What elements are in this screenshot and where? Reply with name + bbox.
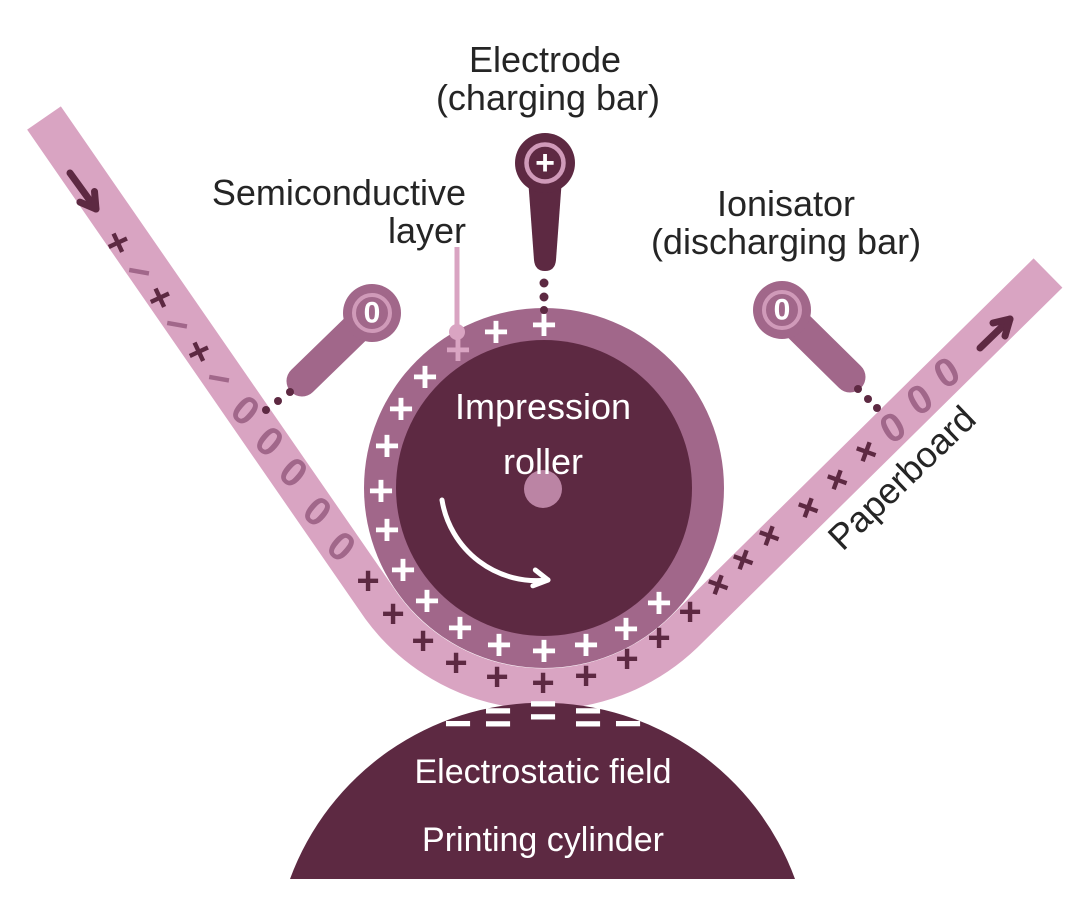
web-charge-symbol: + bbox=[485, 655, 508, 699]
electrode-plus-glyph: + bbox=[535, 144, 555, 182]
ring-charge-symbols: ++++++++++++++++ bbox=[368, 301, 672, 676]
electrode-body bbox=[528, 178, 562, 271]
electrode-dotted-line bbox=[539, 278, 549, 314]
electrode-label-line1: Electrode bbox=[469, 39, 621, 80]
ionisator-left-head bbox=[343, 284, 401, 342]
ring-charge-symbol: + bbox=[531, 627, 557, 676]
ring-charge-symbol: + bbox=[412, 353, 438, 402]
semiconductive-layer-pointer bbox=[449, 247, 465, 340]
web-charge-symbol: + bbox=[444, 641, 467, 685]
web-charge-symbol: + bbox=[356, 559, 379, 603]
ionisator-label-line1: Ionisator bbox=[717, 183, 855, 224]
field-charge-symbol: − bbox=[614, 698, 642, 751]
ring-charge-symbol: + bbox=[368, 467, 394, 516]
web-charge-symbol: + bbox=[411, 619, 434, 663]
ring-charge-symbol: + bbox=[486, 621, 512, 670]
ring-charge-symbol: + bbox=[573, 621, 599, 670]
web-direction-arrow-in bbox=[66, 169, 100, 213]
ionisator-right: 0 bbox=[753, 281, 881, 412]
ionisator-right-head-ring bbox=[762, 290, 802, 330]
electrostatic-field-symbols: −===− bbox=[444, 685, 642, 751]
ring-charge-symbol: + bbox=[390, 546, 416, 595]
ionisator-right-dotted-line bbox=[854, 385, 881, 412]
ring-charge-symbol: + bbox=[374, 422, 400, 471]
ionisator-right-zero-glyph: 0 bbox=[774, 294, 791, 327]
ring-charge-symbol: + bbox=[483, 308, 509, 357]
web-charge-symbol: + bbox=[381, 592, 404, 636]
web-charge-symbol: + bbox=[574, 654, 597, 698]
web-direction-arrow-out bbox=[976, 315, 1014, 352]
roller-axle bbox=[524, 470, 562, 508]
web-charge-symbol: + bbox=[678, 590, 701, 634]
ionisator-left: 0 bbox=[262, 284, 401, 414]
electrode-head-ring bbox=[524, 142, 566, 184]
electrostatic-field-label: Electrostatic field bbox=[415, 753, 672, 791]
electrode-label-line2: (charging bar) bbox=[436, 77, 660, 118]
ring-charge-symbol: + bbox=[447, 604, 473, 653]
web-charge-symbol: + bbox=[531, 661, 554, 705]
ring-charge-symbol: + bbox=[613, 605, 639, 654]
electrode-head bbox=[515, 133, 575, 193]
impression-roller-label-line1: Impression bbox=[455, 386, 631, 427]
ionisator-left-dotted-line bbox=[262, 388, 294, 414]
semiconductive-label-line2: layer bbox=[388, 210, 466, 251]
ring-charge-symbol: + bbox=[646, 579, 672, 628]
ionisator-left-zero-glyph: 0 bbox=[364, 297, 381, 330]
ionisator-label-line2: (discharging bar) bbox=[651, 221, 921, 262]
field-charge-symbol: = bbox=[574, 692, 602, 745]
ionisator-right-head bbox=[753, 281, 811, 339]
printing-cylinder bbox=[290, 702, 795, 879]
ionisator-left-head-ring bbox=[352, 293, 392, 333]
ring-charge-symbol: + bbox=[388, 385, 414, 434]
field-charge-symbol: = bbox=[529, 685, 557, 738]
roller-rotation-arrow bbox=[439, 497, 551, 589]
field-charge-symbol: = bbox=[484, 692, 512, 745]
electrode-charging-bar: + bbox=[515, 133, 575, 314]
paperboard-web bbox=[27, 106, 1063, 710]
printing-cylinder-label: Printing cylinder bbox=[422, 821, 664, 859]
field-charge-symbol: − bbox=[444, 698, 472, 751]
semiconductive-label-line1: Semiconductive bbox=[212, 172, 466, 213]
ring-charge-symbol: + bbox=[374, 506, 400, 555]
impression-roller-label-line2: roller bbox=[503, 441, 583, 482]
ring-charge-symbol: + bbox=[414, 577, 440, 626]
